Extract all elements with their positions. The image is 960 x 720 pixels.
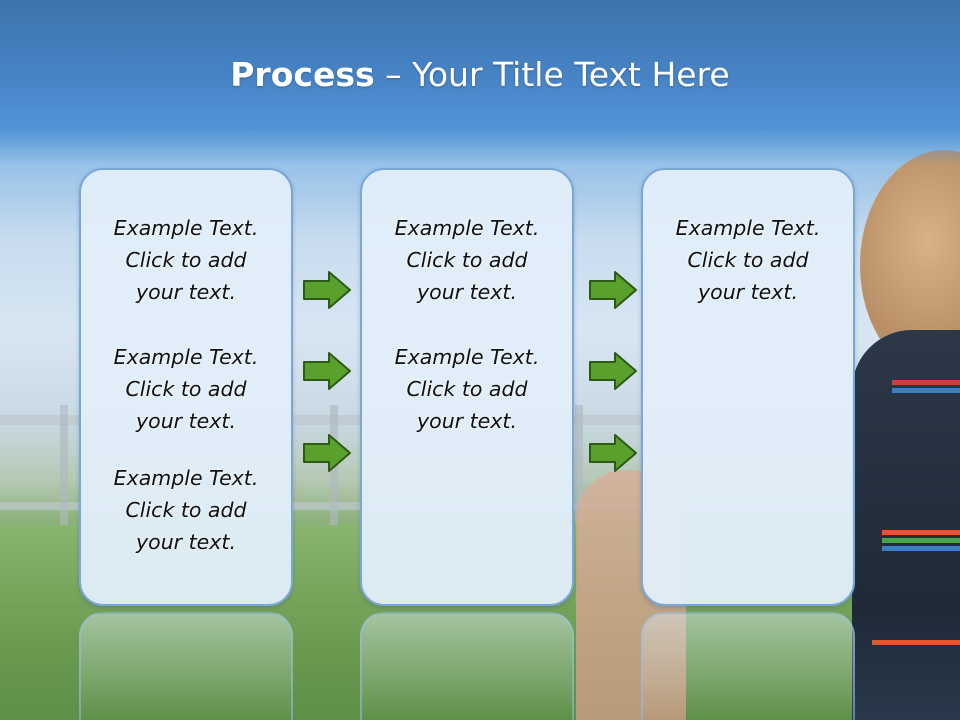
fence-post [60,405,68,525]
text-line: Click to add [125,377,247,401]
text-line: your text. [417,409,517,433]
text-line: Example Text. [113,466,259,490]
process-box-1[interactable]: Example Text. Click to add your text. Ex… [79,168,293,606]
right-arrow-icon [303,434,351,472]
slide-title[interactable]: Process – Your Title Text Here [0,55,960,94]
text-line: Click to add [125,248,247,272]
title-band [0,0,960,130]
text-line: your text. [136,409,236,433]
process-box-2[interactable]: Example Text. Click to add your text. Ex… [360,168,574,606]
text-line: your text. [136,280,236,304]
fence-post [575,405,583,525]
box-reflection [360,612,574,720]
text-line: Click to add [125,498,247,522]
text-block[interactable]: Example Text. Click to add your text. [362,212,572,308]
text-line: Click to add [406,248,528,272]
text-line: Example Text. [675,216,821,240]
right-arrow-icon [589,271,637,309]
text-line: your text. [417,280,517,304]
text-block[interactable]: Example Text. Click to add your text. [643,212,853,308]
text-line: Click to add [687,248,809,272]
title-band-fade [0,125,960,165]
text-block[interactable]: Example Text. Click to add your text. [81,462,291,558]
process-box-3[interactable]: Example Text. Click to add your text. [641,168,855,606]
slide-title-rest: – Your Title Text Here [374,55,730,94]
text-block[interactable]: Example Text. Click to add your text. [362,341,572,437]
right-arrow-icon [589,434,637,472]
text-line: your text. [136,530,236,554]
text-line: Example Text. [394,216,540,240]
text-block[interactable]: Example Text. Click to add your text. [81,212,291,308]
text-line: your text. [698,280,798,304]
box-reflection [641,612,855,720]
child-shirt-photo [852,330,960,720]
right-arrow-icon [589,352,637,390]
box-reflection [79,612,293,720]
right-arrow-icon [303,352,351,390]
text-line: Example Text. [394,345,540,369]
text-line: Example Text. [113,345,259,369]
text-line: Example Text. [113,216,259,240]
text-block[interactable]: Example Text. Click to add your text. [81,341,291,437]
text-line: Click to add [406,377,528,401]
slide-title-bold: Process [230,55,375,94]
right-arrow-icon [303,271,351,309]
